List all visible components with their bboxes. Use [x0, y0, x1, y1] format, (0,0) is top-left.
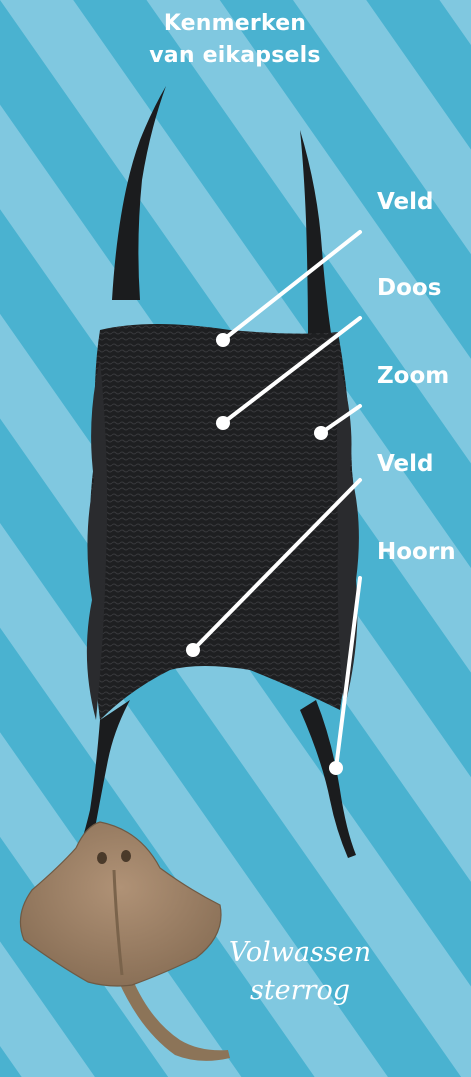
caption-line-2: sterrog	[200, 972, 400, 1010]
dot-veld-bottom	[186, 643, 200, 657]
ray-caption: Volwassen sterrog	[200, 934, 400, 1010]
dot-veld-top	[216, 333, 230, 347]
page-title: Kenmerken van eikapsels	[0, 8, 471, 72]
ray-eye-right	[121, 850, 131, 862]
dot-zoom	[314, 426, 328, 440]
label-doos: Doos	[377, 274, 441, 302]
title-line-1: Kenmerken	[0, 8, 471, 40]
ray-eye-left	[97, 852, 107, 864]
label-veld-top: Veld	[377, 188, 434, 216]
label-veld-bottom: Veld	[377, 450, 434, 478]
caption-line-1: Volwassen	[200, 934, 400, 972]
title-line-2: van eikapsels	[0, 40, 471, 72]
egg-case-body	[90, 324, 356, 720]
dot-doos	[216, 416, 230, 430]
dot-hoorn	[329, 761, 343, 775]
label-zoom: Zoom	[377, 362, 449, 390]
label-hoorn: Hoorn	[377, 538, 456, 566]
